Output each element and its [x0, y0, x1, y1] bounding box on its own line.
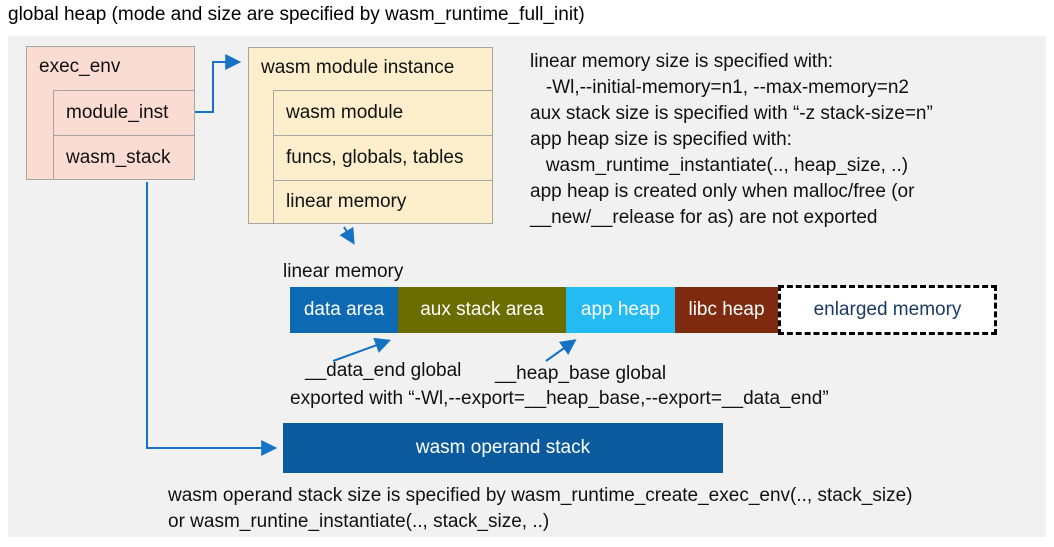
aux-stack-area-label: aux stack area: [420, 299, 544, 320]
funcs-globals-tables-label: funcs, globals, tables: [286, 147, 464, 168]
app-heap-segment: app heap: [566, 287, 675, 333]
aux-stack-area-segment: aux stack area: [398, 287, 566, 333]
linear-memory-bar-title: linear memory: [283, 261, 404, 282]
linear-memory-field-label: linear memory: [286, 191, 407, 212]
libc-heap-segment: libc heap: [675, 287, 778, 333]
app-heap-label: app heap: [580, 299, 661, 320]
note-line: app heap is created only when malloc/fre…: [530, 181, 915, 202]
note-line: app heap size is specified with:: [530, 129, 792, 150]
enlarged-memory-label: enlarged memory: [813, 299, 962, 320]
note-line: wasm_runtime_instantiate(.., heap_size, …: [530, 155, 909, 176]
enlarged-memory-segment: enlarged memory: [778, 285, 997, 335]
note-line: -Wl,--initial-memory=n1, --max-memory=n2: [530, 77, 909, 98]
operand-stack-notes: wasm operand stack size is specified by …: [168, 483, 913, 535]
module-inst-field: module_inst: [53, 90, 195, 136]
heap-base-global-label: __heap_base global: [495, 363, 667, 384]
module-inst-label: module_inst: [66, 102, 169, 123]
data-area-label: data area: [303, 299, 385, 320]
note-line: wasm operand stack size is specified by …: [168, 485, 913, 506]
note-line: aux stack size is specified with “-z sta…: [530, 103, 933, 124]
libc-heap-label: libc heap: [688, 299, 765, 320]
funcs-globals-tables-field: funcs, globals, tables: [273, 135, 493, 181]
wasm-module-label: wasm module: [286, 102, 404, 123]
wasm-stack-field: wasm_stack: [53, 135, 195, 180]
data-end-global-label: __data_end global: [305, 360, 462, 381]
wasm-module-field: wasm module: [273, 90, 493, 136]
wasm-operand-stack-label: wasm operand stack: [415, 437, 591, 458]
wasm-operand-stack-box: wasm operand stack: [283, 423, 723, 473]
exec-env-title: exec_env: [39, 56, 121, 77]
wasm-stack-label: wasm_stack: [66, 146, 171, 168]
note-line: or wasm_runtine_instantiate(.., stack_si…: [168, 511, 550, 532]
data-area-segment: data area: [290, 287, 398, 333]
note-line: linear memory size is specified with:: [530, 51, 834, 72]
linear-memory-field: linear memory: [273, 180, 493, 224]
module-instance-title: wasm module instance: [261, 57, 455, 78]
memory-config-notes: linear memory size is specified with: -W…: [530, 49, 933, 231]
note-line: __new/__release for as) are not exported: [530, 207, 878, 228]
export-note-label: exported with “-Wl,--export=__heap_base,…: [290, 388, 829, 409]
diagram-title: global heap (mode and size are specified…: [8, 4, 585, 25]
